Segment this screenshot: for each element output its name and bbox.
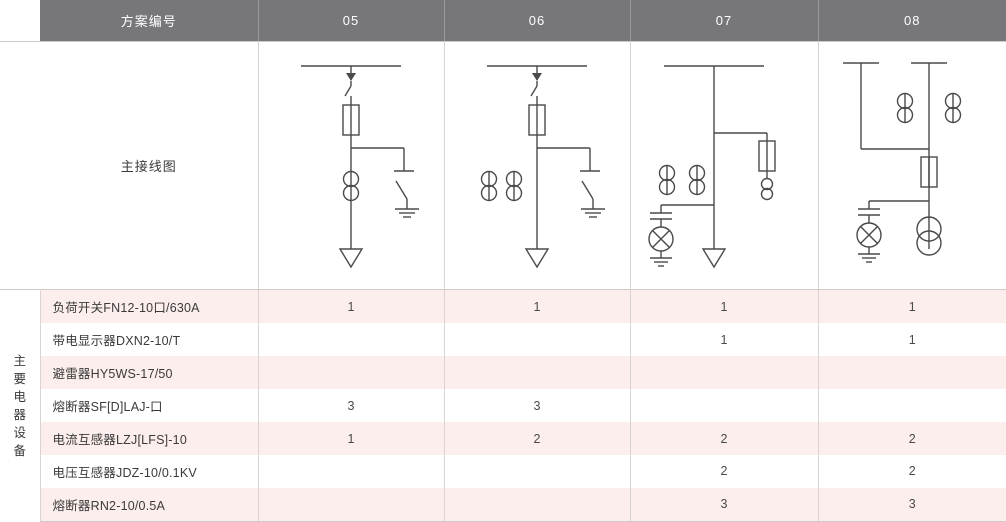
header-corner-blank (0, 0, 40, 43)
qty-07 (630, 356, 819, 390)
qty-07: 2 (630, 422, 819, 456)
item-name: 熔断器RN2‑10/0.5A (40, 487, 259, 522)
schematic-07 (648, 65, 776, 269)
header-scheme-08: 08 (818, 0, 1006, 43)
main-wiring-diagram-row: 主接线图 (0, 41, 1006, 290)
group-label-main-equipment: 主要电器设备 (0, 289, 41, 522)
item-name: 负荷开关FN12‑10口/630A (40, 289, 259, 324)
qty-06: 1 (444, 289, 631, 324)
qty-08: 2 (818, 422, 1006, 456)
qty-08: 1 (818, 323, 1006, 357)
header-scheme-05: 05 (258, 0, 445, 43)
qty-07 (630, 389, 819, 423)
qty-07: 1 (630, 289, 819, 324)
header-scheme-07: 07 (630, 0, 819, 43)
qty-08: 3 (818, 487, 1006, 522)
qty-07: 2 (630, 455, 819, 488)
main-wiring-diagram-label: 主接线图 (40, 41, 259, 290)
qty-08 (818, 356, 1006, 390)
qty-05 (258, 455, 445, 488)
qty-07: 1 (630, 323, 819, 357)
qty-06: 2 (444, 422, 631, 456)
schematic-06 (480, 65, 605, 269)
qty-05 (258, 487, 445, 522)
qty-05 (258, 323, 445, 357)
item-name: 电压互感器JDZ‑10/0.1KV (40, 455, 259, 488)
qty-06 (444, 356, 631, 390)
item-name: 熔断器SF[D]LAJ‑口 (40, 389, 259, 423)
diagram-row-lead-blank (0, 41, 40, 290)
qty-07: 3 (630, 487, 819, 522)
qty-08: 1 (818, 289, 1006, 324)
qty-05 (258, 356, 445, 390)
table-row: 避雷器HY5WS‑17/50 (0, 356, 1006, 390)
header-scheme-06: 06 (444, 0, 631, 43)
qty-05: 3 (258, 389, 445, 423)
table-row: 电流互感器LZJ[LFS]‑10 1 2 2 2 (0, 422, 1006, 456)
qty-08 (818, 389, 1006, 423)
table-row: 主要电器设备 负荷开关FN12‑10口/630A 1 1 1 1 (0, 289, 1006, 522)
schematic-05 (301, 65, 419, 269)
table-row: 电压互感器JDZ‑10/0.1KV 2 2 (0, 455, 1006, 488)
item-name: 带电显示器DXN2‑10/T (40, 323, 259, 357)
item-name: 电流互感器LZJ[LFS]‑10 (40, 422, 259, 456)
qty-05: 1 (258, 422, 445, 456)
table-row: 熔断器RN2‑10/0.5A 3 3 (0, 487, 1006, 522)
table-header-row: 方案编号 05 06 07 08 (0, 0, 1006, 43)
group-label-text: 主要电器设备 (13, 353, 28, 459)
header-scheme-label: 方案编号 (40, 0, 259, 43)
schematic-08 (843, 62, 962, 263)
schematic-cell-07 (630, 41, 819, 290)
schematic-cell-08 (818, 41, 1006, 290)
table-row: 熔断器SF[D]LAJ‑口 3 3 (0, 389, 1006, 423)
item-name: 避雷器HY5WS‑17/50 (40, 356, 259, 390)
schematic-cell-05 (258, 41, 445, 290)
table-row: 带电显示器DXN2‑10/T 1 1 (0, 323, 1006, 357)
qty-06 (444, 487, 631, 522)
qty-08: 2 (818, 455, 1006, 488)
qty-05: 1 (258, 289, 445, 324)
qty-06 (444, 455, 631, 488)
schematic-cell-06 (444, 41, 631, 290)
qty-06: 3 (444, 389, 631, 423)
qty-06 (444, 323, 631, 357)
